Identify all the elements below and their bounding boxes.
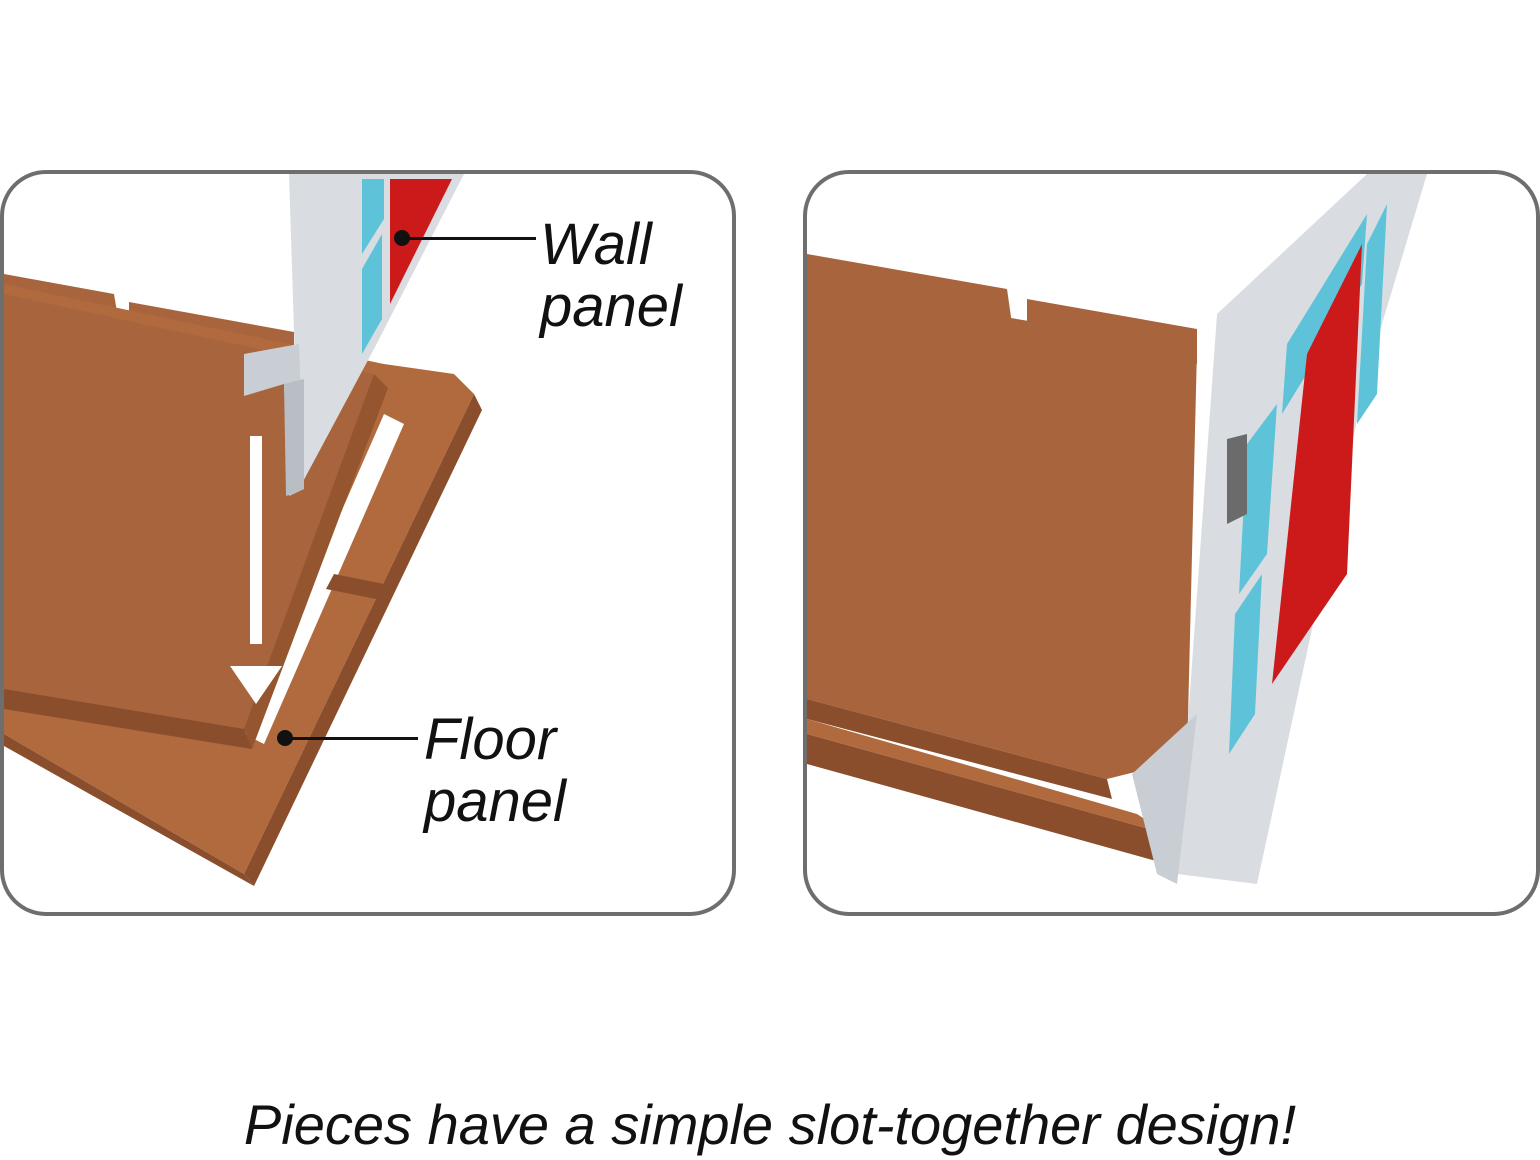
assembled-illustration bbox=[807, 174, 1427, 884]
insert-illustration bbox=[4, 174, 482, 886]
wall-panel-body bbox=[289, 174, 464, 489]
wall-panel-window-2 bbox=[1357, 204, 1387, 424]
floor-panel-label: Floor panel bbox=[424, 709, 566, 833]
wall-panel-door bbox=[1272, 244, 1362, 684]
wall-leader-line bbox=[402, 237, 536, 240]
wall-panel-label: Wall panel bbox=[540, 214, 682, 338]
down-arrow-head bbox=[230, 666, 282, 704]
floor-panel-edge bbox=[4, 689, 252, 749]
wall-panel-stem bbox=[284, 379, 304, 496]
wall-panel-window bbox=[1282, 214, 1367, 414]
wall-panel-window-4 bbox=[1229, 574, 1262, 754]
floor-frame-edge bbox=[4, 734, 254, 886]
wall-panel-door bbox=[390, 179, 452, 304]
wall-label-line-1: Wall bbox=[540, 212, 652, 277]
caption: Pieces have a simple slot-together desig… bbox=[243, 1093, 1297, 1156]
floor-leader-dot bbox=[277, 730, 293, 746]
wall-leader-dot bbox=[394, 230, 410, 246]
wall-panel-foot bbox=[1132, 714, 1197, 884]
floor-panel bbox=[807, 284, 1197, 779]
floor-frame-edge bbox=[807, 734, 1167, 864]
panel-assembled bbox=[803, 170, 1540, 916]
floor-tile-seam bbox=[326, 574, 384, 599]
floor-panel bbox=[4, 294, 374, 729]
floor-tile-back bbox=[807, 254, 1012, 324]
floor-label-line-1: Floor bbox=[424, 707, 557, 772]
panel-insert-step bbox=[0, 170, 736, 916]
floor-frame bbox=[807, 719, 1167, 834]
floor-panel-side bbox=[244, 374, 388, 749]
wall-panel-window bbox=[362, 179, 384, 254]
floor-panel-edge bbox=[807, 699, 1112, 799]
floor-frame-side bbox=[244, 394, 482, 886]
floor-leader-line bbox=[285, 737, 418, 740]
wall-panel-knob bbox=[1227, 434, 1247, 524]
wall-panel-window-2 bbox=[362, 234, 382, 354]
floor-label-line-2: panel bbox=[424, 769, 566, 834]
wall-label-line-2: panel bbox=[540, 274, 682, 339]
wall-panel-window-3 bbox=[1239, 404, 1277, 594]
